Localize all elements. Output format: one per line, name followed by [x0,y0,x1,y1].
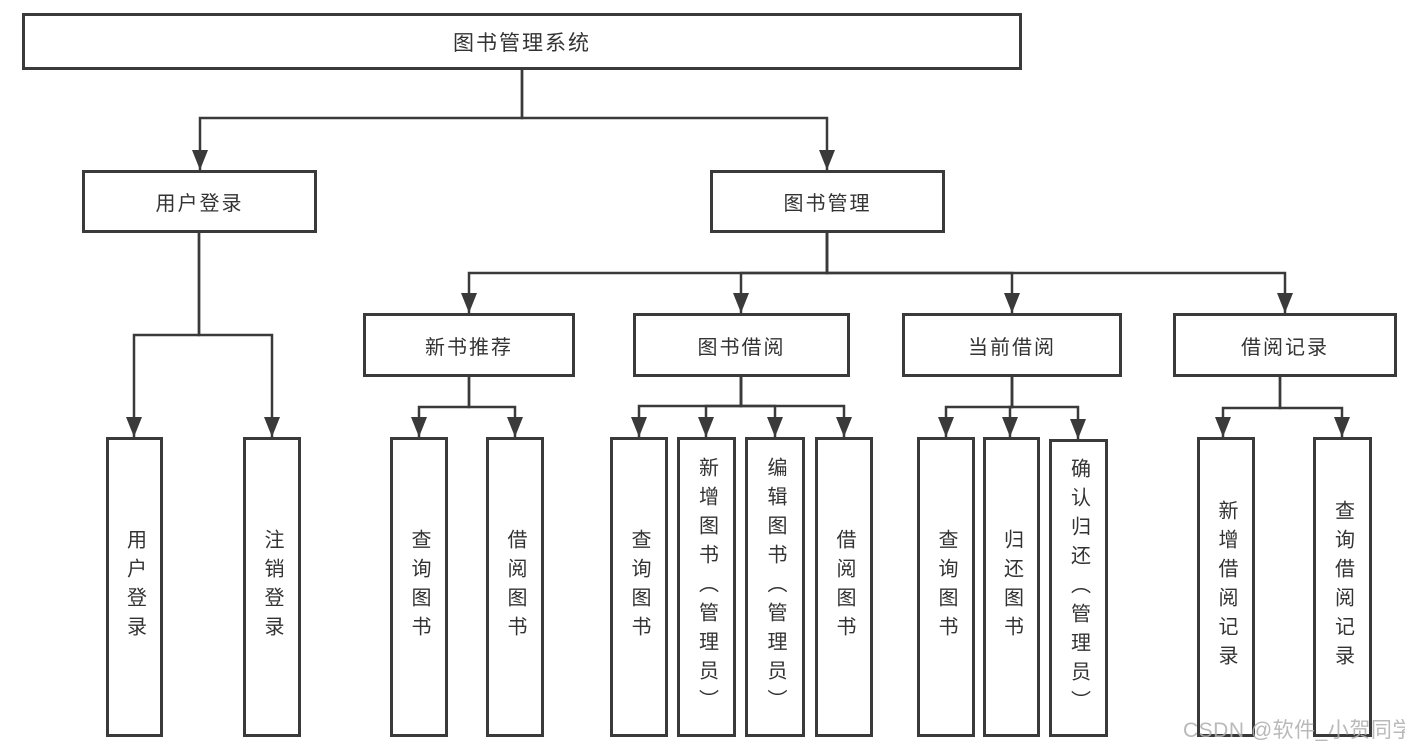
node-edit-books-admin: 编辑图书（管理员） [745,437,805,737]
connector-newbook-to-query [411,377,471,437]
node-label-query-borrow-record: 查询借阅记录 [1331,500,1354,674]
connector-mgmt-to-borrowing-records [825,233,1293,313]
node-label-user-login-group: 用户登录 [155,193,244,215]
node-user-login-group: 用户登录 [82,170,317,233]
node-label-edit-books-admin: 编辑图书（管理员） [764,456,786,718]
node-book-management: 图书管理 [710,170,945,233]
node-label-add-borrow-record: 新增借阅记录 [1215,500,1237,674]
node-label-user-login: 用户登录 [123,529,146,645]
connector-root-to-user-login-group [192,70,524,170]
node-add-books-admin: 新增图书（管理员） [677,437,736,737]
node-label-current-borrowing: 当前借阅 [968,336,1056,359]
watermark: CSDN @软件_小贺同学 [1183,719,1405,742]
node-label-borrowing-records: 借阅记录 [1241,336,1329,359]
connector-login-to-logout [197,233,280,437]
node-user-login: 用户登录 [106,437,163,737]
connector-current-to-query [938,377,1014,437]
node-query-books-2: 查询图书 [610,437,668,737]
node-label-book-borrowing: 图书借阅 [697,336,786,359]
node-logout: 注销登录 [243,437,301,737]
node-label-book-management: 图书管理 [783,193,872,215]
node-current-borrowing: 当前借阅 [902,313,1122,377]
node-label-root: 图书管理系统 [453,31,591,55]
node-label-query-books-2: 查询图书 [628,529,650,645]
node-label-borrow-books-2: 借阅图书 [833,529,855,645]
node-label-logout: 注销登录 [261,529,283,645]
node-label-add-books-admin: 新增图书（管理员） [695,456,718,718]
node-borrow-books-2: 借阅图书 [815,437,873,737]
node-label-confirm-return-admin: 确认归还（管理员） [1067,457,1090,719]
node-query-books-3: 查询图书 [917,437,975,737]
node-label-query-books-1: 查询图书 [408,529,430,645]
connector-mgmt-to-book-borrowing [733,233,829,313]
node-label-return-books: 归还图书 [1000,529,1023,645]
connector-newbook-to-borrow [467,377,523,437]
connector-login-to-user-login [126,233,201,437]
node-confirm-return-admin: 确认归还（管理员） [1049,439,1108,737]
connector-records-to-query [1278,377,1350,437]
node-label-new-book-recommend: 新书推荐 [425,336,513,359]
node-label-query-books-3: 查询图书 [935,529,957,645]
node-label-borrow-books-1: 借阅图书 [504,529,526,645]
node-book-borrowing: 图书借阅 [633,313,850,377]
node-root: 图书管理系统 [22,13,1022,70]
node-new-book-recommend: 新书推荐 [363,313,575,377]
node-query-borrow-record: 查询借阅记录 [1313,437,1372,737]
connector-records-to-add [1215,377,1282,437]
node-borrow-books-1: 借阅图书 [486,437,544,737]
connector-root-to-book-management [520,70,835,170]
connector-current-to-confirm [1010,377,1086,439]
node-add-borrow-record: 新增借阅记录 [1197,437,1255,737]
node-borrowing-records: 借阅记录 [1173,313,1397,377]
node-return-books: 归还图书 [983,437,1040,737]
connector-borrowing-to-add [698,377,743,437]
connector-borrowing-to-borrow [739,377,852,437]
node-query-books-1: 查询图书 [390,437,448,737]
